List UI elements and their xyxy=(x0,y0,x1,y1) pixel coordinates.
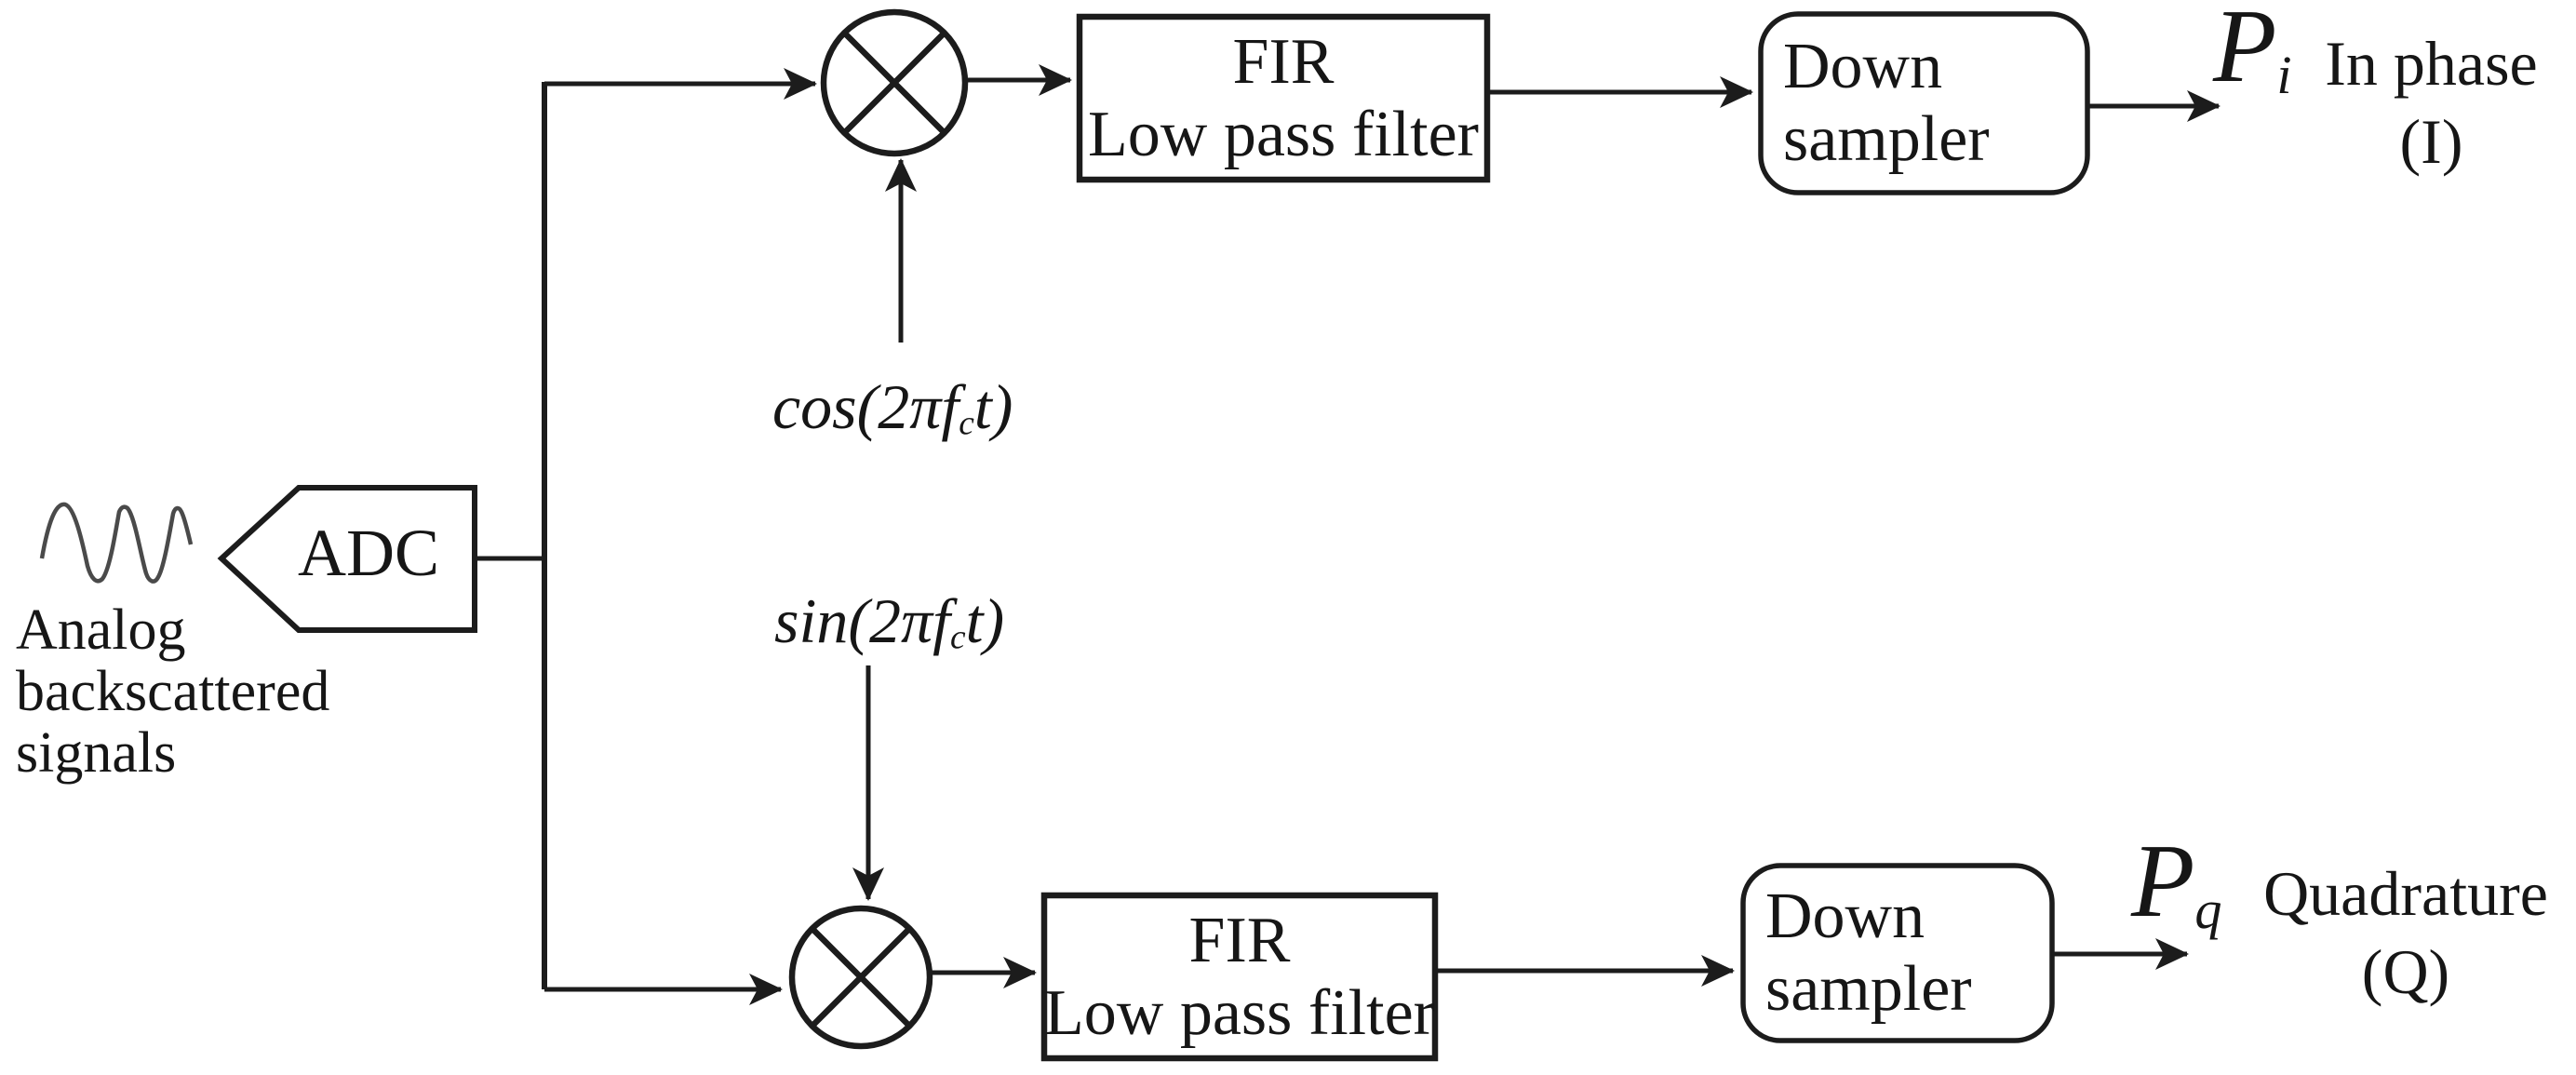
sin-carrier-text: sin(2πf xyxy=(774,585,950,656)
cos-carrier-text-end: t) xyxy=(973,371,1013,442)
q-output-symbol-subscript: q xyxy=(2194,879,2222,940)
sine-wave-icon xyxy=(39,502,194,584)
q-output-symbol: Pq xyxy=(2131,829,2222,937)
q-mixer-multiplier-icon xyxy=(788,905,933,1050)
q-filter-box xyxy=(1040,892,1439,1062)
i-output-symbol-subscript: i xyxy=(2276,44,2292,105)
adc-label: ADC xyxy=(297,516,439,590)
q-output-label: Quadrature (Q) xyxy=(2263,858,2548,1007)
sin-carrier-label: sin(2πfct) xyxy=(774,585,1004,658)
i-output-symbol-letter: P xyxy=(2213,0,2277,104)
cos-carrier-label: cos(2πfct) xyxy=(772,370,1013,444)
cos-carrier-subscript: c xyxy=(959,404,974,443)
q-filter-label: FIR Low pass filter xyxy=(1044,904,1435,1049)
sin-carrier-text-end: t) xyxy=(965,585,1005,656)
i-filter-box xyxy=(1076,13,1491,183)
i-sampler-label: Down sampler xyxy=(1783,31,1990,175)
sin-carrier-subscript: c xyxy=(949,618,966,657)
i-sampler-box xyxy=(1758,11,2090,195)
i-mixer-multiplier-icon xyxy=(820,8,969,157)
cos-carrier-text: cos(2πf xyxy=(772,371,959,442)
q-sampler-label: Down sampler xyxy=(1765,880,1972,1025)
q-output-symbol-letter: P xyxy=(2131,824,2195,939)
i-filter-label: FIR Low pass filter xyxy=(1088,25,1479,170)
i-output-label: In phase (I) xyxy=(2325,28,2538,177)
i-output-symbol: Pi xyxy=(2213,0,2292,102)
analog-signal-label: Analog backscattered signals xyxy=(16,598,330,785)
adc-shape xyxy=(217,485,477,633)
